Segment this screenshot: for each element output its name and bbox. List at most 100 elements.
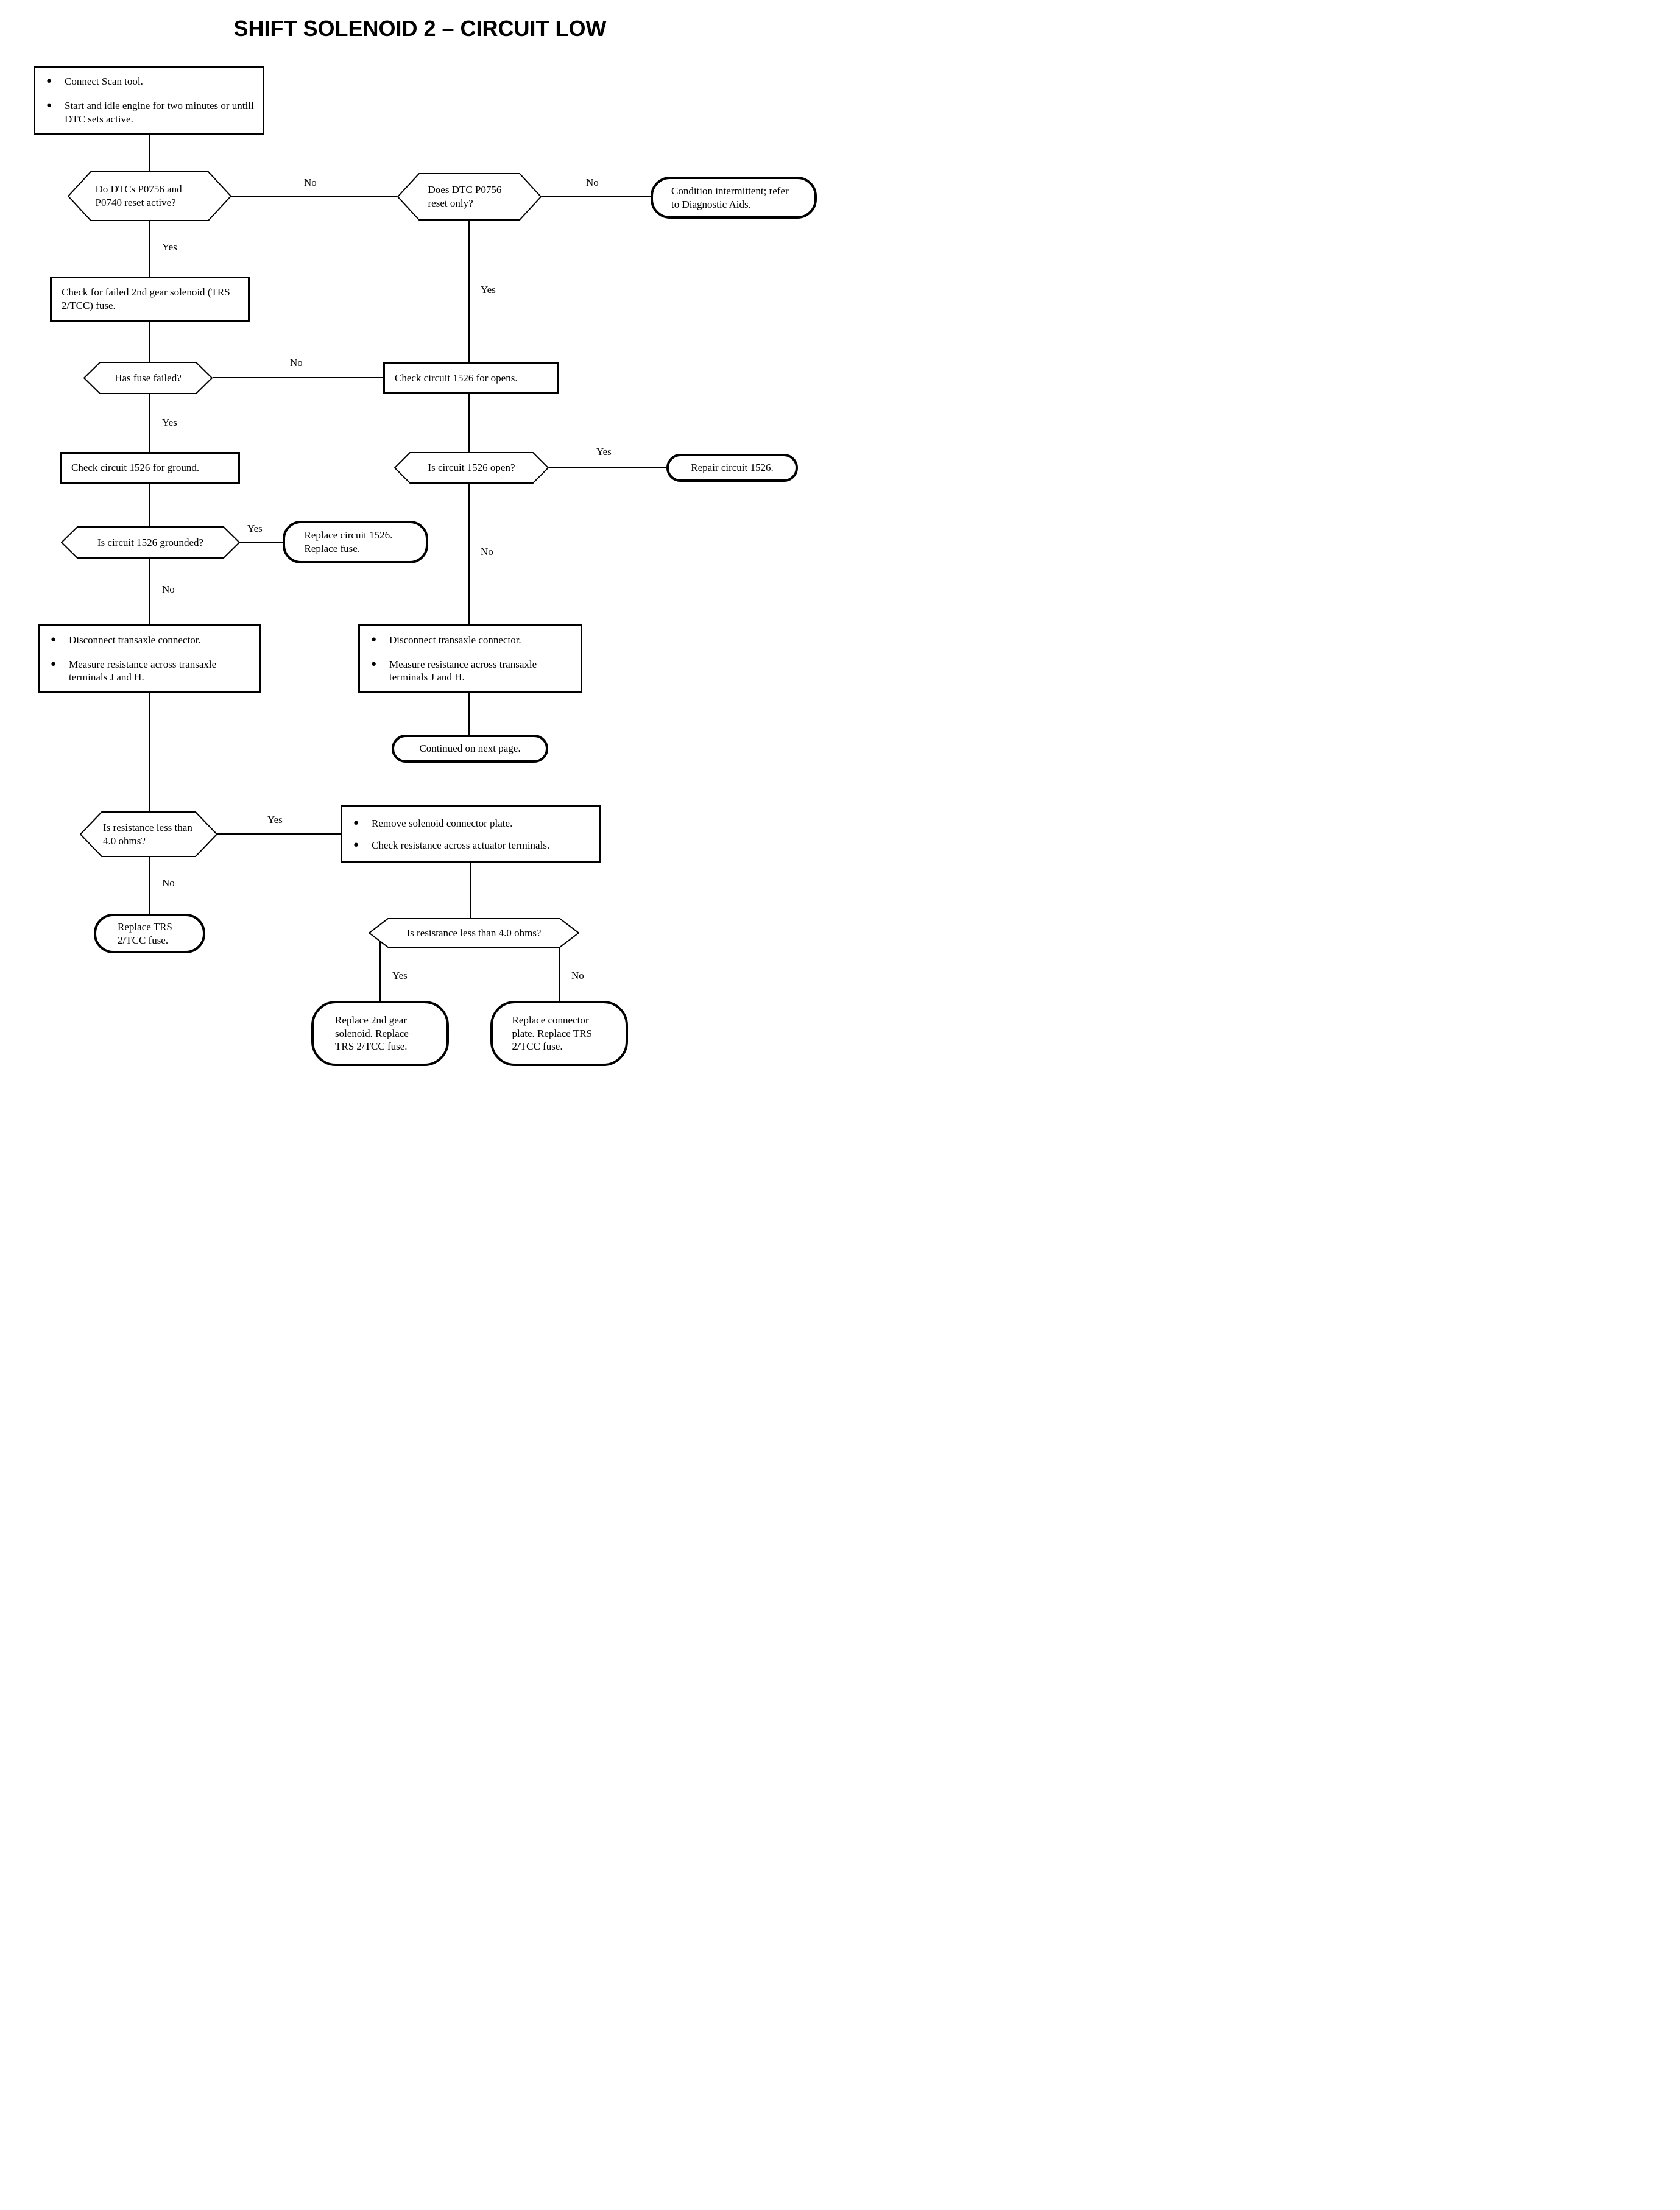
edge-label-yes: Yes [246, 523, 264, 535]
action-disconnect-left: ● Disconnect transaxle connector. ● Meas… [38, 624, 261, 693]
terminal-text: Replace TRS 2/TCC fuse. [118, 920, 172, 946]
edge-label-yes: Yes [266, 814, 284, 826]
terminal-text: Repair circuit 1526. [691, 462, 774, 474]
hexagon-shape [397, 173, 542, 221]
connector-dres1-no [149, 857, 150, 914]
edge-label-yes: Yes [161, 241, 178, 253]
bullet-item: ● Start and idle engine for two minutes … [46, 99, 256, 126]
edge-label-no: No [585, 177, 600, 189]
action-check-opens: Check circuit 1526 for opens. [383, 362, 559, 394]
connector-right-to-continued [468, 693, 470, 735]
decision-text: Is circuit 1526 open? [428, 462, 515, 474]
connector-dres2-yes [379, 938, 381, 1001]
terminal-replace-circuit: Replace circuit 1526. Replace fuse. [283, 521, 428, 563]
connector-d2-yes [468, 221, 470, 363]
edge-label-yes: Yes [161, 417, 178, 429]
decision-text: Has fuse failed? [115, 372, 182, 384]
bullet-text: Disconnect transaxle connector. [69, 634, 201, 646]
edge-label-no: No [161, 584, 176, 596]
bullet-icon: ● [371, 634, 377, 644]
bullet-text: Connect Scan tool. [65, 76, 143, 88]
decision-circuit-grounded: Is circuit 1526 grounded? [61, 526, 240, 559]
connector-dres1-yes [217, 833, 341, 835]
decision-text: Does DTC P0756 reset only? [428, 184, 502, 209]
connector-dfuse-yes [149, 394, 150, 453]
decision-circuit-open: Is circuit 1526 open? [394, 452, 549, 484]
bullet-icon: ● [51, 658, 57, 669]
terminal-condition-intermittent: Condition intermittent; refer to Diagnos… [651, 177, 817, 219]
action-check-ground: Check circuit 1526 for ground. [60, 452, 240, 484]
decision-text: Is resistance less than 4.0 ohms? [406, 927, 542, 939]
edge-label-yes: Yes [391, 970, 409, 982]
bullet-item: ● Connect Scan tool. [46, 75, 256, 88]
bullet-icon: ● [46, 76, 52, 86]
hexagon-shape [83, 362, 213, 394]
connector-dgrounded-yes [240, 542, 283, 543]
action-text: Check circuit 1526 for ground. [71, 462, 200, 474]
bullet-icon: ● [353, 839, 359, 850]
decision-text: Is circuit 1526 grounded? [97, 536, 204, 548]
connector-start-to-d1 [149, 135, 150, 172]
bullet-item: ● Measure resistance across transaxle te… [51, 658, 253, 685]
bullet-icon: ● [51, 634, 57, 644]
terminal-text: Replace circuit 1526. Replace fuse. [304, 529, 393, 554]
bullet-text: Measure resistance across transaxle term… [69, 658, 217, 683]
terminal-replace-solenoid: Replace 2nd gear solenoid. Replace TRS 2… [311, 1001, 449, 1066]
hexagon-shape [80, 811, 217, 857]
connector-left-to-dres1 [149, 693, 150, 812]
terminal-text: Replace connector plate. Replace TRS 2/T… [512, 1014, 592, 1053]
connector-d2-no [542, 196, 651, 197]
bullet-text: Disconnect transaxle connector. [389, 634, 521, 646]
connector-dgrounded-no [149, 559, 150, 625]
decision-resistance-2: Is resistance less than 4.0 ohms? [369, 918, 579, 948]
terminal-continued: Continued on next page. [392, 735, 548, 763]
connector-dres2-no [559, 938, 560, 1001]
bullet-item: ● Remove solenoid connector plate. [353, 817, 593, 830]
connector-fuse-to-dfuse [149, 322, 150, 362]
bullet-icon: ● [46, 101, 52, 111]
connector-dfuse-no [213, 377, 383, 378]
bullet-icon: ● [371, 658, 377, 669]
connector-ground-to-dgrounded [149, 484, 150, 527]
edge-label-yes: Yes [479, 284, 497, 296]
connector-dopen-yes [549, 467, 666, 468]
hexagon-shape [394, 452, 549, 484]
hexagon-shape [369, 918, 579, 948]
action-check-fuse: Check for failed 2nd gear solenoid (TRS … [50, 277, 250, 322]
bullet-text: Remove solenoid connector plate. [372, 817, 513, 829]
action-text: Check circuit 1526 for opens. [395, 372, 518, 384]
edge-label-no: No [479, 546, 495, 558]
edge-label-no: No [161, 877, 176, 889]
action-remove-plate: ● Remove solenoid connector plate. ● Che… [341, 805, 601, 863]
bullet-text: Start and idle engine for two minutes or… [65, 100, 254, 125]
decision-resistance-1: Is resistance less than 4.0 ohms? [80, 811, 217, 857]
terminal-text: Continued on next page. [419, 743, 521, 755]
action-disconnect-right: ● Disconnect transaxle connector. ● Meas… [358, 624, 582, 693]
decision-p0756-only: Does DTC P0756 reset only? [397, 173, 542, 221]
bullet-text: Measure resistance across transaxle term… [389, 658, 537, 683]
bullet-text: Check resistance across actuator termina… [372, 839, 550, 851]
hexagon-shape [61, 526, 240, 559]
edge-label-yes: Yes [595, 446, 613, 458]
terminal-replace-plate: Replace connector plate. Replace TRS 2/T… [490, 1001, 628, 1066]
terminal-replace-trs-fuse: Replace TRS 2/TCC fuse. [94, 914, 205, 953]
edge-label-no: No [303, 177, 318, 189]
hexagon-shape [68, 171, 231, 221]
connector-d1-yes [149, 221, 150, 277]
terminal-text: Condition intermittent; refer to Diagnos… [671, 185, 789, 210]
terminal-repair-circuit: Repair circuit 1526. [666, 454, 798, 482]
action-text: Check for failed 2nd gear solenoid (TRS … [62, 286, 230, 311]
bullet-icon: ● [353, 817, 359, 828]
page-title: SHIFT SOLENOID 2 – CIRCUIT LOW [233, 16, 607, 41]
bullet-item: ● Check resistance across actuator termi… [353, 839, 593, 852]
edge-label-no: No [289, 357, 304, 369]
decision-text: Do DTCs P0756 and P0740 reset active? [95, 183, 182, 208]
connector-remove-to-dres2 [470, 863, 471, 919]
edge-label-no: No [570, 970, 585, 982]
bullet-item: ● Disconnect transaxle connector. [371, 634, 574, 647]
connector-opens-to-dopen [468, 394, 470, 453]
decision-text: Is resistance less than 4.0 ohms? [103, 821, 192, 847]
decision-fuse-failed: Has fuse failed? [83, 362, 213, 394]
flowchart-page: SHIFT SOLENOID 2 – CIRCUIT LOW No No Yes… [0, 0, 840, 1105]
bullet-item: ● Measure resistance across transaxle te… [371, 658, 574, 685]
